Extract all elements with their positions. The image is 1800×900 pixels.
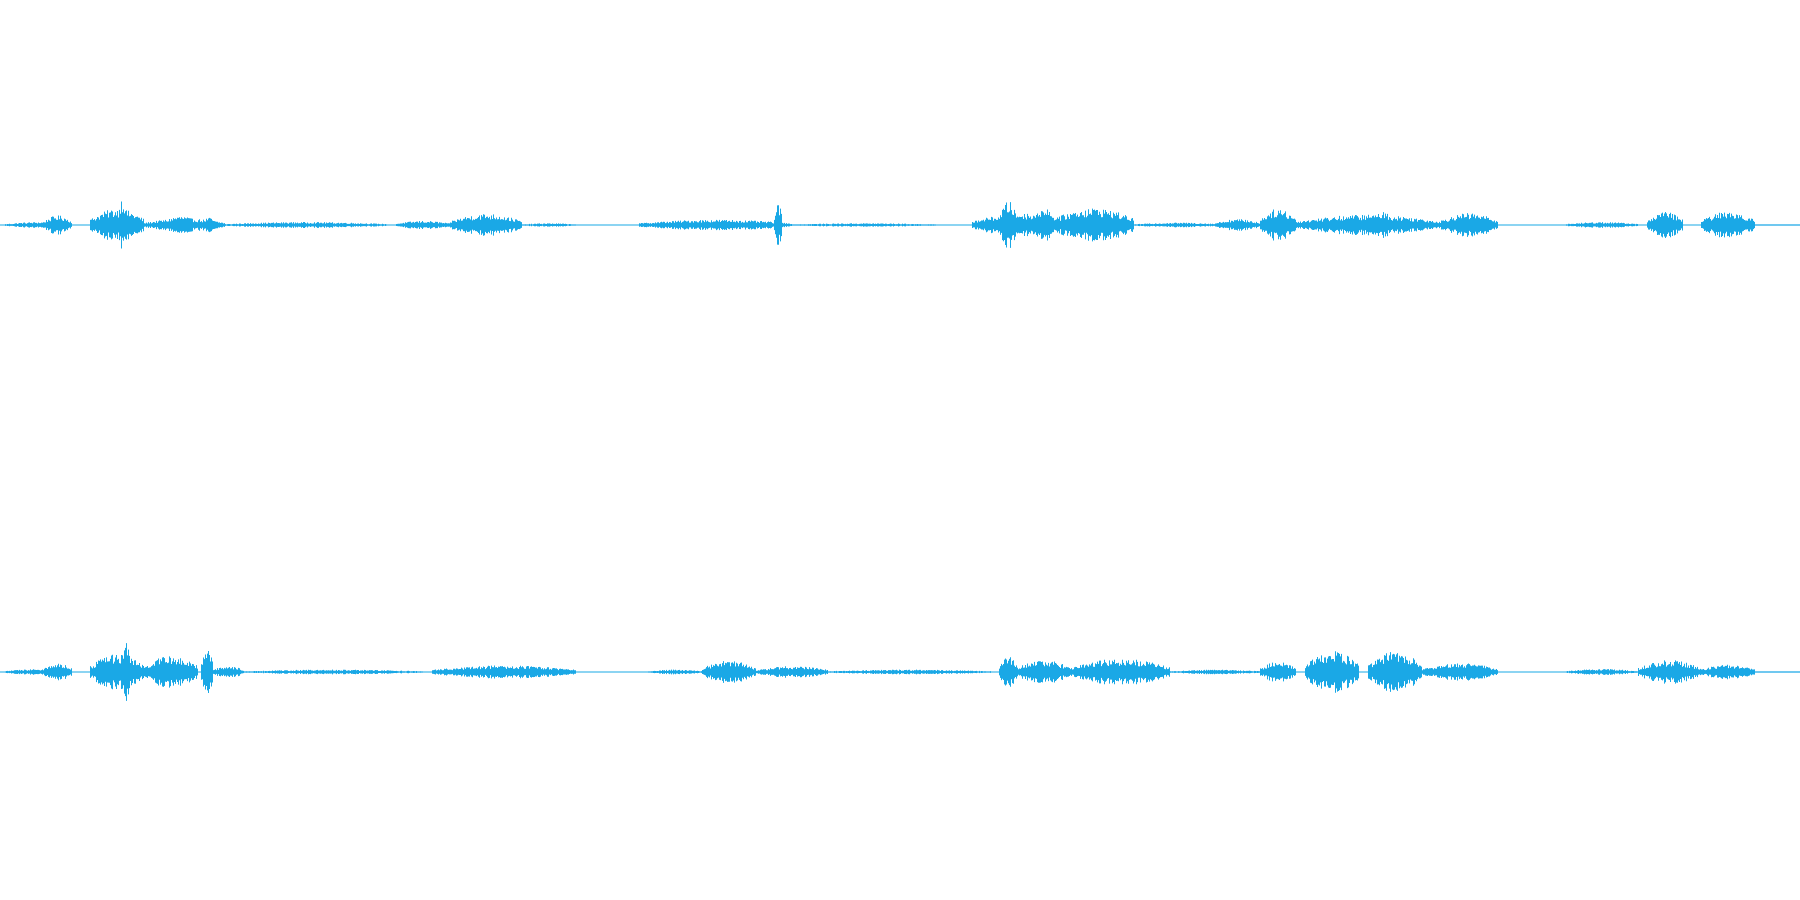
- waveform-trace: [5, 643, 1800, 701]
- waveform-channel-1-svg: [0, 201, 1800, 249]
- waveform-channel-2: [0, 612, 1800, 732]
- waveform-channel-2-svg: [0, 643, 1800, 701]
- waveform-channel-2-bars: [0, 643, 1800, 701]
- waveform-channel-1-bars: [0, 201, 1800, 249]
- waveform-trace: [5, 201, 1800, 249]
- waveform-channel-1: [0, 165, 1800, 285]
